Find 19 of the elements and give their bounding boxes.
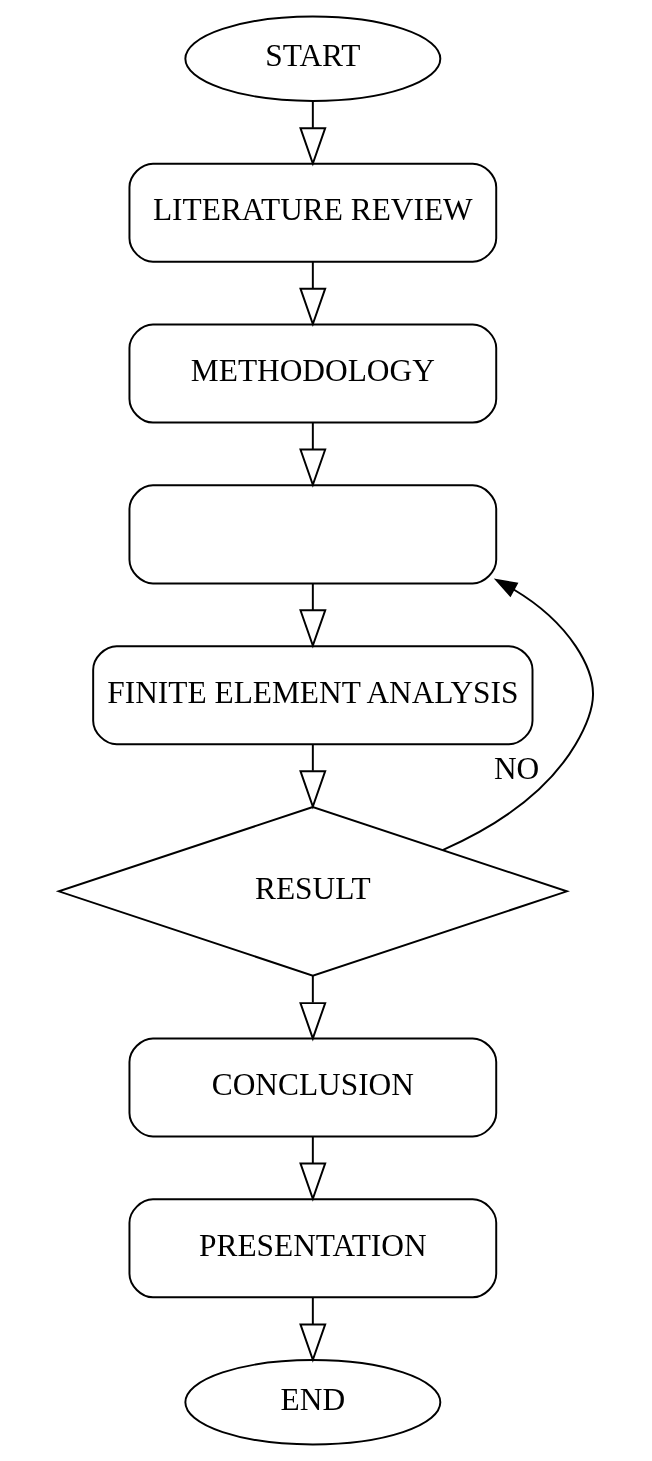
arrow	[441, 578, 594, 852]
arrow	[299, 1296, 327, 1363]
arrow	[299, 1135, 327, 1202]
node-box	[128, 484, 498, 585]
arrow	[299, 974, 327, 1042]
arrow	[299, 421, 327, 488]
node-box: PRESENTATION	[128, 1198, 498, 1299]
node-box: METHODOLOGY	[128, 323, 498, 424]
arrow	[299, 582, 327, 649]
arrow	[299, 743, 327, 810]
edge-label: NO	[493, 750, 540, 786]
node-ellipse: END	[184, 1359, 442, 1446]
node-ellipse: START	[184, 15, 442, 102]
arrow	[299, 99, 327, 167]
arrow	[299, 260, 327, 327]
node-box: CONCLUSION	[128, 1037, 498, 1138]
node-diamond: RESULT	[55, 805, 570, 977]
node-box: FINITE ELEMENT ANALYSIS	[92, 645, 534, 746]
node-box: LITERATURE REVIEW	[128, 162, 498, 263]
